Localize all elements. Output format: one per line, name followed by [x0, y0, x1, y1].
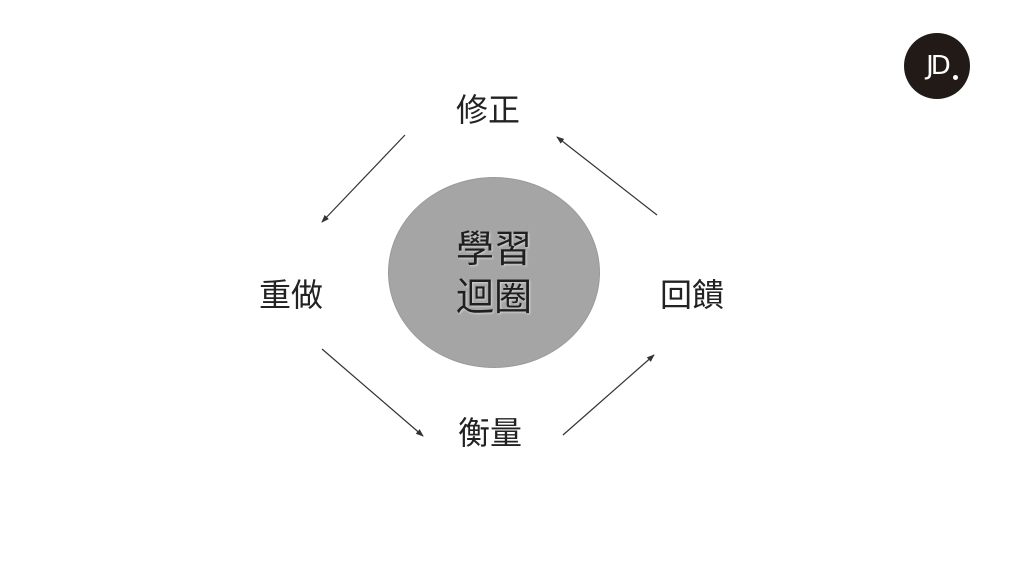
center-label-line1: 學習 — [455, 226, 532, 271]
node-top: 修正 — [456, 91, 521, 129]
arrow-top-to-left — [321, 134, 406, 223]
logo-text: JD — [926, 51, 951, 81]
jd-logo: JD — [904, 33, 970, 99]
arrow-right-to-top — [556, 136, 658, 216]
node-right: 回饋 — [660, 276, 725, 314]
node-bottom: 衡量 — [458, 414, 523, 452]
center-label-line2: 迴圈 — [455, 274, 532, 319]
center-circle — [388, 177, 600, 368]
node-left: 重做 — [259, 276, 324, 314]
arrow-left-to-bottom — [321, 348, 424, 437]
arrow-bottom-to-right — [562, 354, 655, 436]
center-label: 學習 迴圈 — [388, 177, 600, 368]
logo-dot — [953, 75, 958, 80]
